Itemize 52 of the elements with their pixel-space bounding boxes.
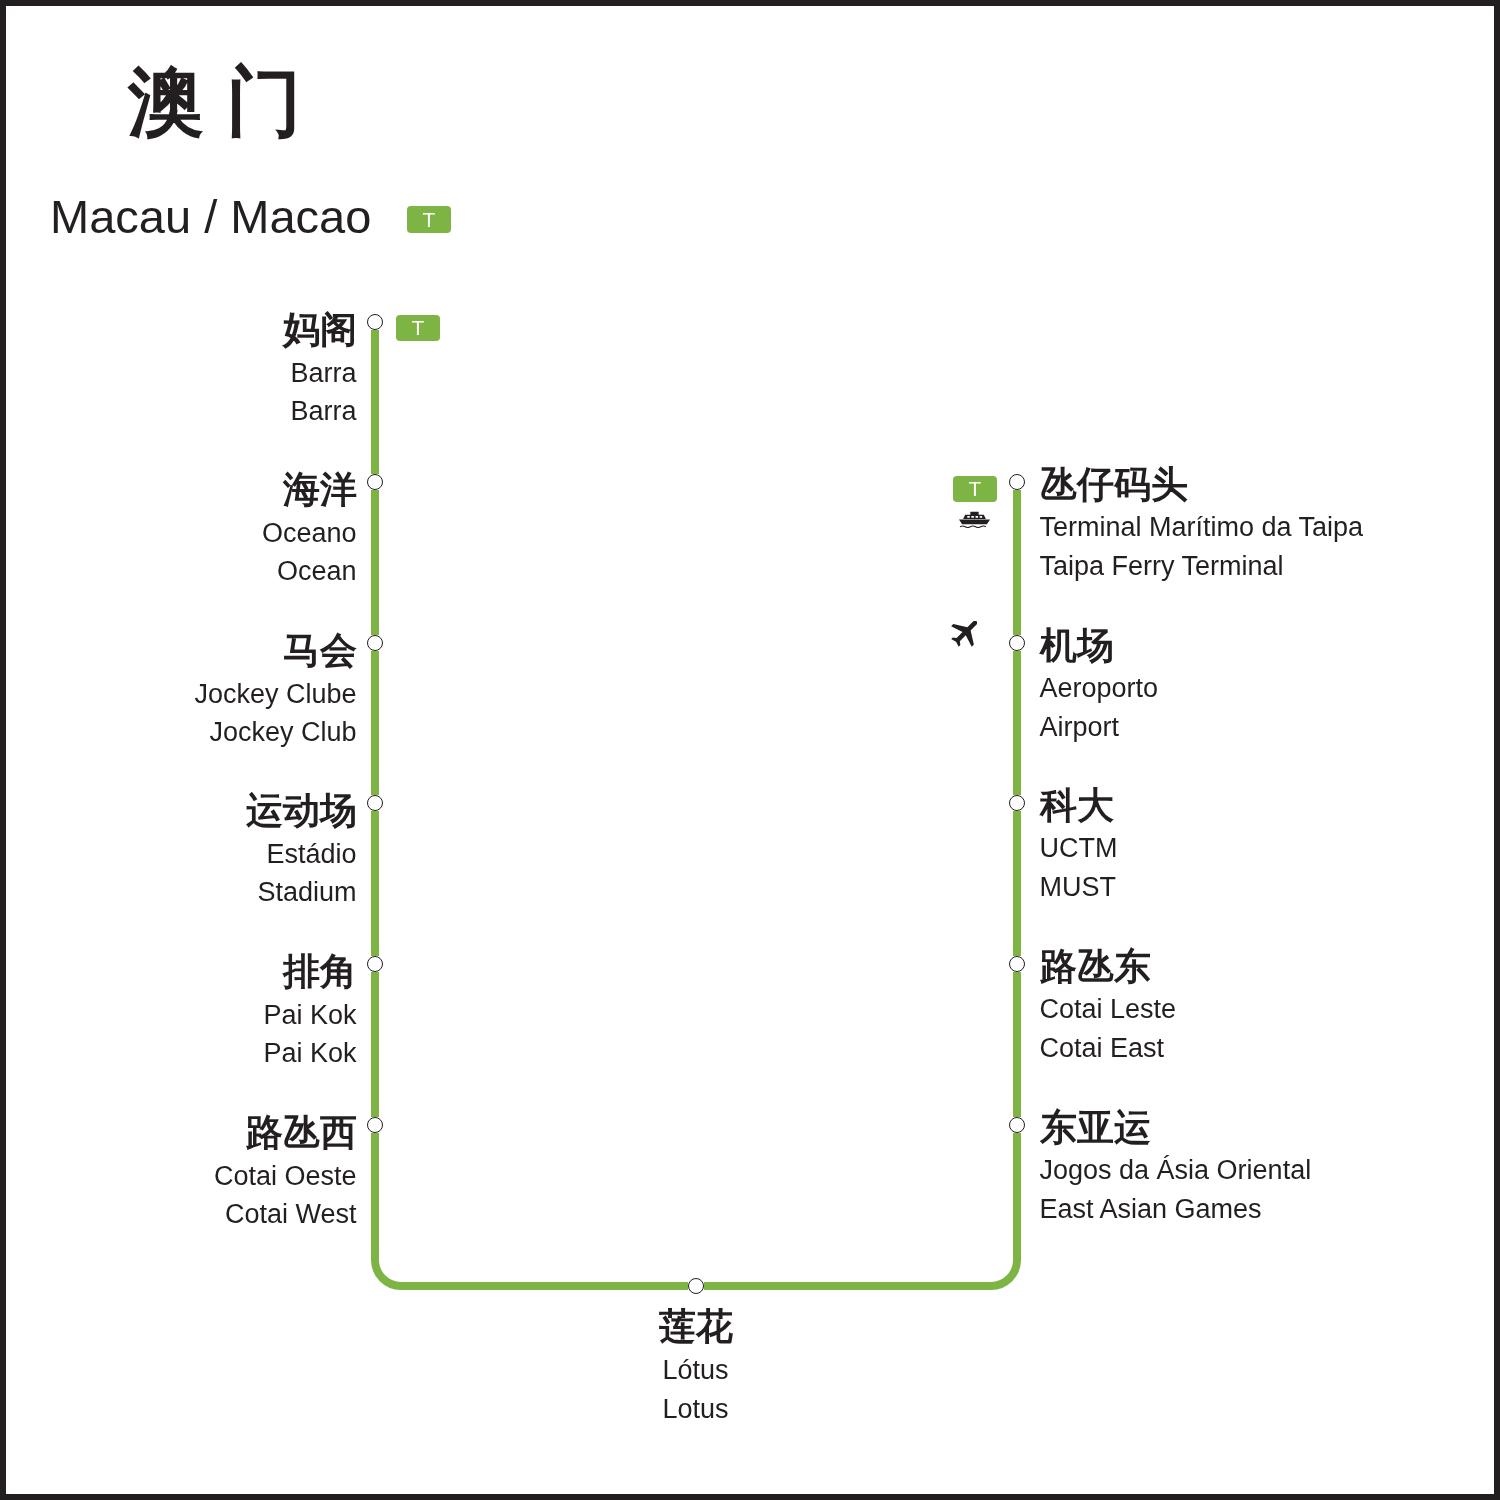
station-name: Lótus	[662, 1356, 729, 1384]
station-name: 马会	[282, 631, 357, 669]
track-line	[371, 972, 379, 1117]
station-name: Lotus	[662, 1395, 729, 1423]
line-badge: T	[407, 206, 451, 233]
track-line	[371, 811, 379, 956]
map-title: 澳门	[128, 64, 302, 140]
track-line	[371, 490, 379, 635]
station-name: Terminal Marítimo da Taipa	[1039, 513, 1364, 541]
station-name: 路氹东	[1039, 947, 1151, 985]
station-name: 运动场	[245, 791, 357, 829]
line-badge: T	[953, 476, 997, 502]
track-line	[371, 1133, 688, 1290]
station-name: 排角	[282, 952, 357, 990]
track-line	[1013, 811, 1021, 956]
station-name: 机场	[1039, 626, 1114, 664]
station-name: Cotai East	[1039, 1034, 1165, 1062]
station-name: Jogos da Ásia Oriental	[1039, 1156, 1312, 1184]
station-name: Barra	[290, 359, 357, 387]
station-name: MUST	[1039, 873, 1116, 901]
station-name: Pai Kok	[263, 1039, 357, 1067]
city-name: Macau / Macao	[50, 193, 372, 240]
track-line	[371, 651, 379, 795]
station-name: Cotai Leste	[1039, 995, 1177, 1023]
track-line	[1013, 490, 1021, 635]
station-name: Cotai Oeste	[213, 1162, 357, 1190]
station-name: 海洋	[282, 470, 357, 508]
station-name: East Asian Games	[1039, 1195, 1262, 1223]
station-name: 莲花	[658, 1307, 733, 1345]
station-name: Jockey Club	[209, 718, 357, 746]
station-name: Airport	[1039, 713, 1120, 741]
station-name: UCTM	[1039, 834, 1118, 862]
station-name: Ocean	[276, 557, 357, 585]
station-name: 科大	[1039, 786, 1114, 824]
station-name: 路氹西	[245, 1113, 357, 1151]
track-line	[1013, 972, 1021, 1117]
track-line	[1013, 651, 1021, 795]
station-name: Taipa Ferry Terminal	[1039, 552, 1284, 580]
line-badge: T	[396, 315, 440, 341]
station-name: Jockey Clube	[194, 680, 357, 708]
station-name: Pai Kok	[263, 1001, 357, 1029]
station-name: Estádio	[266, 840, 357, 868]
station-name: 氹仔码头	[1039, 465, 1188, 503]
station-name: Oceano	[261, 519, 357, 547]
station-name: Barra	[290, 397, 357, 425]
station-name: Stadium	[257, 878, 357, 906]
station-name: 妈阁	[282, 310, 357, 348]
station-name: Aeroporto	[1039, 674, 1159, 702]
track-line	[704, 1133, 1021, 1290]
station-name: Cotai West	[224, 1200, 357, 1228]
track-line	[371, 330, 379, 474]
station-name: 东亚运	[1039, 1108, 1151, 1146]
